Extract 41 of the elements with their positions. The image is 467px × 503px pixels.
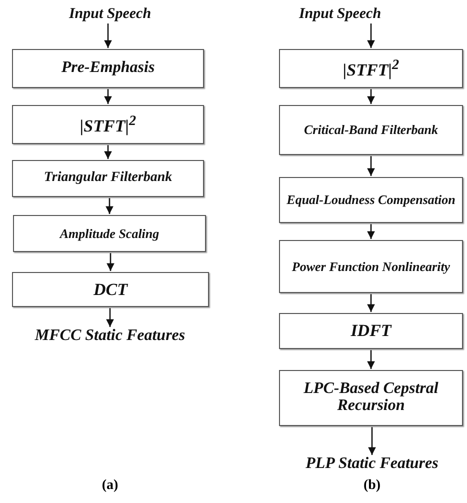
box-label: Amplitude Scaling xyxy=(60,226,160,240)
arrow xyxy=(367,350,375,369)
box-label: Critical-Band Filterbank xyxy=(304,123,438,137)
process-box xyxy=(12,49,204,88)
box-label: LPC-Based Cepstral Recursion xyxy=(302,381,440,415)
flow-terminal-text: PLP Static Features xyxy=(280,452,464,476)
box-label: Triangular Filterbank xyxy=(44,171,172,186)
process-box xyxy=(12,105,204,144)
flow-terminal-text: Input Speech xyxy=(270,4,410,26)
process-box xyxy=(13,215,206,252)
arrow xyxy=(367,224,375,239)
arrow xyxy=(106,253,114,271)
arrow xyxy=(367,156,375,176)
box-label: Power Function Nonlinearity xyxy=(292,260,450,274)
flow-terminal-text: Input Speech xyxy=(40,4,180,26)
process-box xyxy=(279,370,463,426)
arrow xyxy=(104,24,112,48)
box-label: |STFT|$^{2}$ xyxy=(80,114,136,136)
box-label: Equal-Loudness Compensation xyxy=(286,193,456,207)
process-box xyxy=(279,105,463,155)
arrow xyxy=(106,308,114,327)
process-box xyxy=(279,313,463,349)
arrow xyxy=(368,427,376,455)
arrow xyxy=(367,89,375,104)
process-box xyxy=(279,177,463,223)
arrow xyxy=(104,145,112,159)
process-box xyxy=(12,272,209,307)
panel-label: (b) xyxy=(362,478,382,494)
box-label: DCT xyxy=(94,280,128,298)
panel-label: (a) xyxy=(100,478,120,494)
process-box xyxy=(279,240,463,293)
box-label: |STFT|$^{2}$ xyxy=(342,58,400,80)
arrow xyxy=(367,294,375,312)
arrow xyxy=(104,89,112,104)
box-label: IDFT xyxy=(350,322,392,340)
arrow xyxy=(367,24,375,48)
process-box xyxy=(279,49,463,88)
process-box xyxy=(12,160,204,197)
arrow xyxy=(106,198,114,214)
flow-terminal-text: MFCC Static Features xyxy=(20,324,200,348)
box-label: Pre-Emphasis xyxy=(61,60,155,77)
